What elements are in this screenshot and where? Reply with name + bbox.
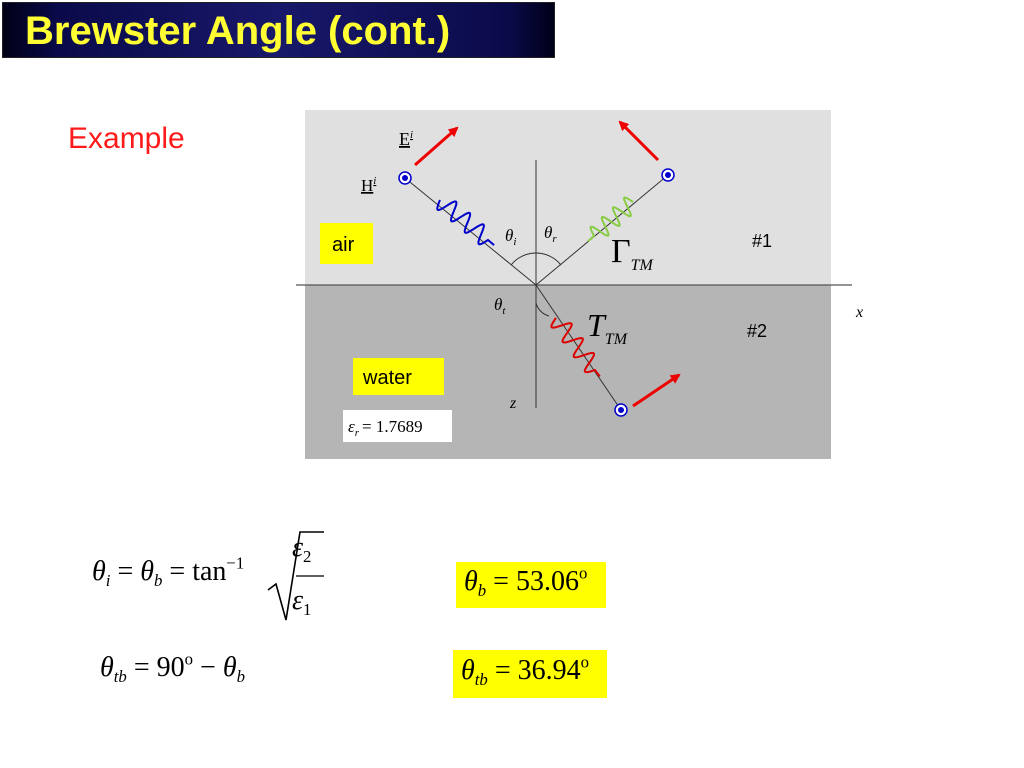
title-bar: Brewster Angle (cont.) [2,2,555,58]
region-2-tag: #2 [747,321,767,341]
e-field-label: Ei [399,129,413,149]
incident-e-arrow [414,126,459,167]
water-label-box [353,358,444,395]
sqrt-radical-icon [267,531,324,621]
water-label: water [362,367,412,389]
fraction-denominator: ε1 [292,585,312,619]
air-label-box [320,223,373,264]
tau-tm-label: TTM [587,307,629,348]
result-theta-b-box: θb = 53.06o [456,562,606,608]
theta-r-arc [535,252,562,266]
incident-wave-icon [436,199,495,246]
brewster-formula: θi = θb = tan−1 [92,553,245,590]
theta-r-label: θr [544,223,557,245]
result-theta-tb: θtb = 36.94o [461,652,590,689]
reflected-wave-icon [587,196,634,243]
reflected-e-arrow [618,120,660,162]
air-label: air [332,234,355,256]
theta-t-arc [535,302,550,317]
result-theta-tb-box: θtb = 36.94o [453,650,607,698]
transmitted-wave-icon [550,317,601,377]
result-theta-b: θb = 53.06o [464,563,588,600]
reflected-ray [535,174,669,286]
theta-i-arc [510,252,537,266]
z-axis-label: z [509,395,517,412]
fraction-numerator: ε2 [292,532,312,566]
theta-i-label: θi [505,226,516,248]
upper-region [305,110,831,285]
theta-t-label: θt [494,295,506,317]
incident-h-dot-icon [398,171,412,185]
example-heading: Example [68,122,185,155]
wave-path [550,317,601,377]
wave-path [587,196,634,243]
transmitted-h-dot-icon [614,403,628,417]
transmission-angle-formula: θtb = 90o − θb [100,649,245,686]
permittivity-label: εr= 1.7689 [348,417,423,439]
permittivity-box [343,410,452,442]
slide-title: Brewster Angle (cont.) [25,9,451,53]
transmitted-e-arrow [632,373,681,408]
wave-path [436,199,495,246]
reflected-h-dot-icon [661,168,675,182]
h-field-label: Hi [361,175,376,195]
region-1-tag: #1 [752,231,772,251]
gamma-tm-label: ΓTM [611,233,655,274]
x-axis-label: x [855,304,863,321]
